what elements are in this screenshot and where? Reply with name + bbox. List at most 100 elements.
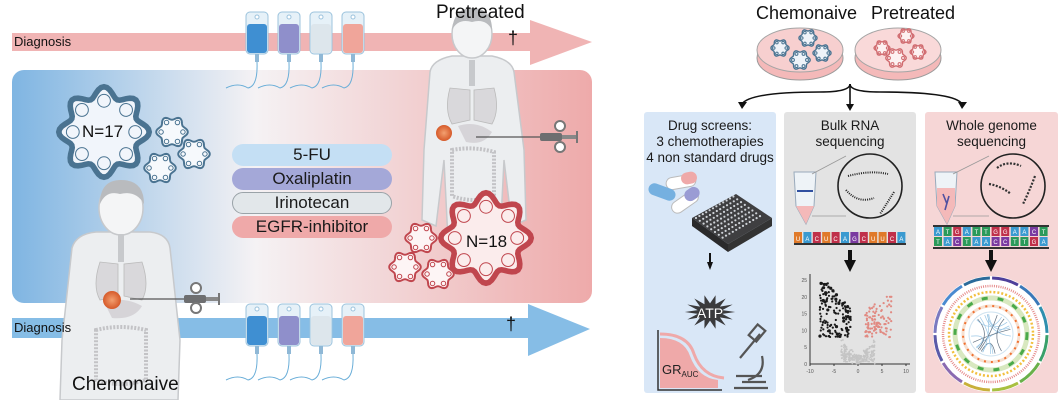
large-organoid-icon <box>437 189 535 287</box>
well <box>730 211 733 214</box>
well <box>713 221 716 224</box>
data-point <box>846 348 848 351</box>
nucleotide-label: G <box>852 237 857 243</box>
y-tick-label: 15 <box>801 312 807 318</box>
data-point <box>825 292 828 295</box>
well <box>708 209 711 212</box>
data-point <box>826 308 830 312</box>
data-point <box>856 362 859 365</box>
well <box>758 215 762 218</box>
nucleotide <box>859 232 868 243</box>
data-point <box>856 354 858 357</box>
well <box>734 219 737 222</box>
data-point <box>820 302 824 305</box>
data-point <box>871 335 874 338</box>
data-point <box>871 358 874 361</box>
organoid-icon <box>798 29 818 47</box>
data-point <box>868 306 871 309</box>
nucleotide-label: U <box>871 237 875 243</box>
data-point <box>871 315 875 318</box>
x-tick-label: 10 <box>903 369 909 375</box>
well <box>740 210 743 213</box>
data-point <box>845 317 848 321</box>
data-point <box>819 312 822 315</box>
nucleotide-label: G <box>1003 230 1008 236</box>
nucleotide <box>943 227 952 236</box>
nucleotide <box>972 237 981 246</box>
data-point <box>840 348 843 351</box>
data-point <box>820 315 823 318</box>
data-point <box>877 321 881 325</box>
well <box>717 233 720 236</box>
pretreated-label: Pretreated <box>436 2 525 23</box>
data-point <box>838 300 841 304</box>
well <box>741 215 744 218</box>
structural-variant-link <box>979 314 998 351</box>
data-point <box>847 309 850 313</box>
data-point <box>834 294 837 297</box>
x-tick-label: -5 <box>832 369 837 375</box>
organoid-icon <box>885 48 907 68</box>
well <box>726 213 729 216</box>
well <box>706 225 709 228</box>
well <box>725 199 728 202</box>
nucleotide-label: U <box>880 237 884 243</box>
data-point <box>888 303 891 306</box>
data-point <box>823 319 826 322</box>
data-point <box>826 330 830 333</box>
data-point <box>859 361 862 363</box>
data-point <box>872 341 875 344</box>
organoid-icon <box>770 39 790 57</box>
well <box>733 209 736 212</box>
data-point <box>819 320 822 323</box>
data-point <box>866 356 868 358</box>
data-point <box>880 326 883 329</box>
title-line: 3 chemotherapies <box>656 134 764 149</box>
large-organoid-icon <box>55 83 153 181</box>
well <box>747 206 750 209</box>
data-point <box>864 314 867 317</box>
data-point <box>881 331 884 334</box>
data-point <box>879 316 883 319</box>
organoid-icon <box>177 138 211 170</box>
data-point <box>885 330 888 333</box>
data-point <box>827 285 830 288</box>
title-line: sequencing <box>815 134 885 149</box>
chromosome-arc <box>1019 362 1041 384</box>
circos-track <box>947 290 1035 378</box>
liver-tumor-icon <box>103 291 121 309</box>
well <box>743 203 746 206</box>
chromosome-arc <box>941 362 963 384</box>
dish-label-chemonaive: Chemonaive <box>756 3 858 23</box>
well <box>727 218 730 221</box>
data-point <box>843 334 847 337</box>
data-point <box>831 326 834 329</box>
well <box>720 227 723 230</box>
data-point <box>835 332 839 336</box>
data-point <box>829 324 832 327</box>
well <box>701 213 704 216</box>
data-point <box>834 325 839 329</box>
data-point <box>843 343 846 346</box>
data-point <box>818 308 821 311</box>
iv-bags-bottom <box>225 303 365 381</box>
data-point <box>867 323 870 326</box>
data-point <box>848 357 851 360</box>
circos-track <box>941 284 1041 384</box>
data-point <box>848 356 851 359</box>
data-point <box>843 301 846 304</box>
data-point <box>859 355 862 358</box>
data-point <box>873 321 876 324</box>
microscope-icon <box>734 322 768 390</box>
data-point <box>863 350 865 353</box>
x-tick-label: 0 <box>857 369 860 375</box>
well <box>724 225 727 228</box>
well <box>712 216 715 219</box>
data-point <box>843 345 846 348</box>
data-point <box>884 327 887 330</box>
nucleotide <box>822 232 831 243</box>
dish-label-pretreated: Pretreated <box>871 3 956 23</box>
chromosome-arc <box>1038 335 1049 362</box>
nucleotide-label: C <box>955 240 960 246</box>
nucleotide-label: C <box>833 237 838 243</box>
